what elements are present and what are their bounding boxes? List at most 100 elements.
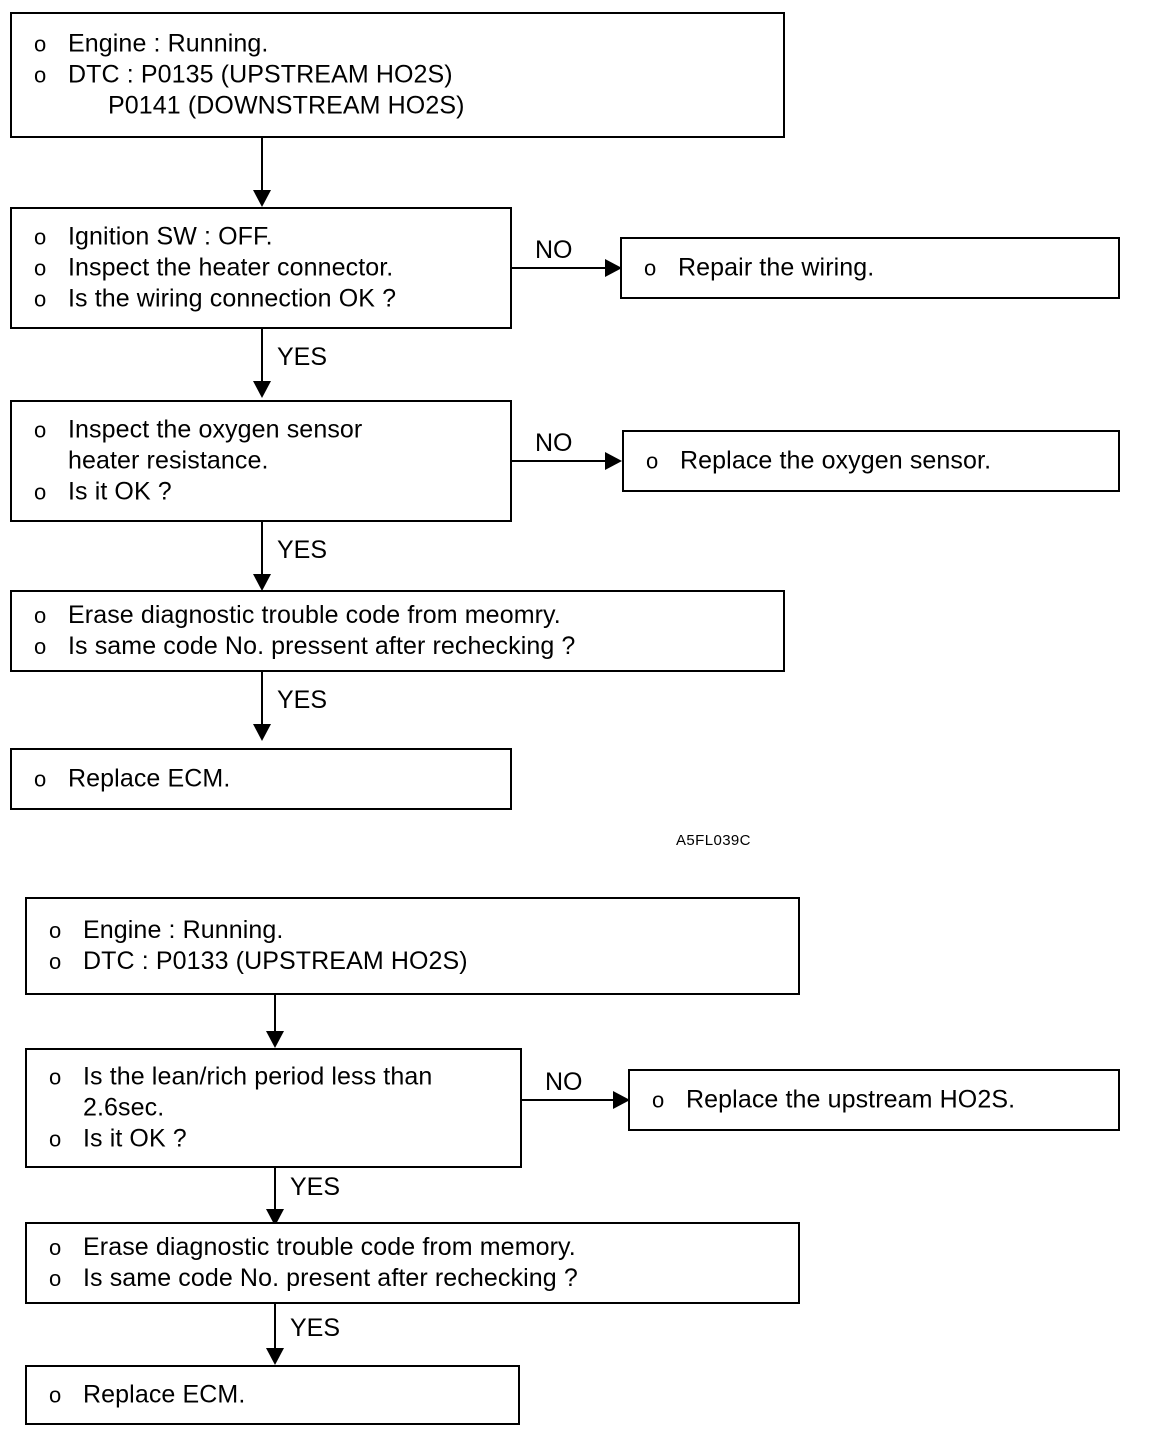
bullet-glyph: o — [49, 949, 62, 974]
node-line: o DTC : P0133 (UPSTREAM HO2S) — [49, 946, 468, 977]
bullet-glyph: o — [34, 31, 47, 57]
connector-erase-yes-upper — [261, 672, 263, 728]
node-line-text: Is the wiring connection OK ? — [68, 284, 397, 313]
node-line: o Erase diagnostic trouble code from meom… — [34, 600, 575, 631]
bullet-glyph: o — [34, 479, 47, 505]
node-line-text: heater resistance. — [68, 446, 269, 475]
node-check-lean-rich-period-text: o Is the lean/rich period less than 2.6se… — [49, 1062, 432, 1155]
node-replace-ecm-upper: o Replace ECM. — [10, 748, 512, 810]
connector-wiring-no — [512, 267, 614, 269]
connector-period-yes — [274, 1168, 276, 1213]
connector-erase-yes-lower — [274, 1304, 276, 1352]
node-replace-oxygen-sensor-text: o Replace the oxygen sensor. — [646, 446, 991, 477]
arrow-head-down — [253, 574, 271, 591]
node-line-text: Is the lean/rich period less than — [83, 1062, 433, 1091]
edge-label-yes: YES — [290, 1173, 341, 1201]
connector-start-to-wiring — [261, 138, 263, 194]
node-line-text: Ignition SW : OFF. — [68, 222, 273, 251]
connector-resistance-yes — [261, 522, 263, 578]
node-repair-wiring-text: o Repair the wiring. — [644, 253, 874, 284]
node-line: o Is it OK ? — [34, 477, 362, 508]
bullet-glyph: o — [34, 255, 47, 281]
connector-period-no — [522, 1099, 622, 1101]
bullet-glyph: o — [34, 417, 47, 443]
bullet-glyph: o — [652, 1087, 665, 1113]
bullet-glyph: o — [49, 1235, 62, 1260]
node-line-text: 2.6sec. — [83, 1093, 165, 1122]
node-line-text: Repair the wiring. — [678, 253, 875, 282]
bullet-glyph: o — [646, 448, 659, 474]
arrow-head-down — [253, 381, 271, 398]
arrow-head-down — [266, 1209, 284, 1226]
node-line-text: DTC : P0135 (UPSTREAM HO2S) — [68, 60, 453, 89]
connector-resistance-no — [512, 460, 614, 462]
node-line-text: Is same code No. pressent after rechecki… — [68, 632, 576, 660]
bullet-glyph: o — [644, 255, 657, 281]
arrow-head-right — [605, 259, 622, 277]
edge-label-no: NO — [545, 1068, 583, 1096]
edge-label-yes: YES — [277, 343, 328, 371]
node-replace-oxygen-sensor: o Replace the oxygen sensor. — [622, 430, 1120, 492]
node-line-text: Erase diagnostic trouble code from meomr… — [68, 601, 561, 629]
node-line: o Is the wiring connection OK ? — [34, 284, 396, 315]
edge-label-no: NO — [535, 429, 573, 457]
bullet-glyph: o — [49, 918, 62, 943]
node-line: heater resistance. — [34, 446, 362, 477]
node-line-text: Is it OK ? — [68, 477, 172, 506]
node-line-text: Replace the upstream HO2S. — [686, 1085, 1016, 1114]
edge-label-yes: YES — [290, 1314, 341, 1342]
bullet-glyph: o — [34, 766, 47, 792]
node-line-text: Is it OK ? — [83, 1124, 187, 1153]
connector-wiring-yes — [261, 329, 263, 385]
arrow-head-down — [266, 1348, 284, 1365]
arrow-head-down — [253, 724, 271, 741]
node-line: o Engine : Running. — [34, 29, 465, 60]
node-line-text: Engine : Running. — [83, 916, 284, 944]
node-line: o Replace ECM. — [34, 764, 230, 795]
arrow-head-down — [266, 1031, 284, 1048]
node-line-text: P0141 (DOWNSTREAM HO2S) — [108, 91, 465, 120]
bullet-glyph: o — [34, 62, 47, 88]
edge-label-no: NO — [535, 236, 573, 264]
bullet-glyph: o — [34, 286, 47, 312]
bullet-glyph: o — [34, 634, 47, 659]
node-line-text: DTC : P0133 (UPSTREAM HO2S) — [83, 947, 468, 975]
edge-label-yes: YES — [277, 686, 328, 714]
node-replace-ecm-upper-text: o Replace ECM. — [34, 764, 230, 795]
bullet-glyph: o — [34, 603, 47, 628]
node-line: o Repair the wiring. — [644, 253, 874, 284]
node-line-text: Replace ECM. — [83, 1380, 246, 1409]
node-line: P0141 (DOWNSTREAM HO2S) — [34, 91, 465, 122]
arrow-head-down — [253, 190, 271, 207]
node-line: 2.6sec. — [49, 1093, 432, 1124]
node-line-text: Replace the oxygen sensor. — [680, 446, 992, 475]
node-check-lean-rich-period: o Is the lean/rich period less than 2.6se… — [25, 1048, 522, 1168]
connector-start-to-period — [274, 995, 276, 1035]
edge-label-yes: YES — [277, 536, 328, 564]
node-line-text: Replace ECM. — [68, 764, 231, 793]
arrow-head-right — [605, 452, 622, 470]
node-line-text: Engine : Running. — [68, 29, 269, 58]
figure-id-label: A5FL039C — [676, 832, 751, 849]
bullet-glyph: o — [49, 1064, 62, 1090]
arrow-head-right — [613, 1091, 630, 1109]
node-line: o Is same code No. pressent after recheck… — [34, 631, 575, 662]
node-replace-upstream-ho2s: o Replace the upstream HO2S. — [628, 1069, 1120, 1131]
